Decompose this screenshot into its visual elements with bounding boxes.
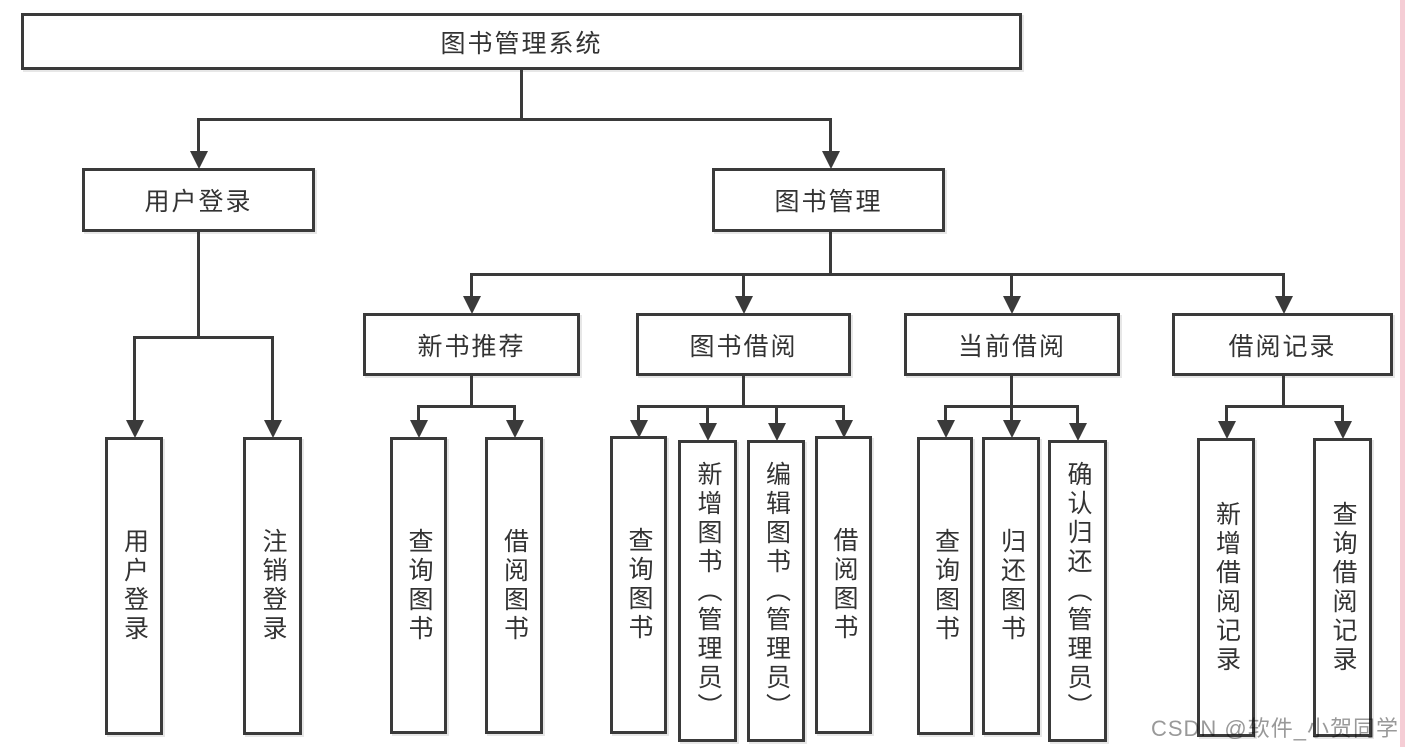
connector-vertical [1282,376,1285,408]
node-user-login: 用户登录 [82,168,315,232]
leaf-logout: 注销登录 [243,437,302,735]
node-book-borrow: 图书借阅 [636,313,851,376]
connector-horizontal [133,336,274,339]
leaf-edit-book-admin: 编辑图书（管理员） [747,440,805,742]
leaf-label: 注销登录 [259,528,287,644]
connector-vertical [197,232,200,339]
leaf-label: 查询图书 [931,528,960,644]
node-root: 图书管理系统 [21,13,1022,70]
leaf-borrow-book: 借阅图书 [815,436,872,734]
connector-arrow [1282,273,1285,296]
leaf-label: 查询借阅记录 [1329,500,1357,675]
connector-arrow [1341,405,1344,421]
leaf-label: 新增图书（管理员） [694,460,722,722]
connector-arrow [706,405,709,423]
connector-arrow [197,118,200,151]
connector-arrow [470,273,473,296]
connector-arrow [842,405,845,420]
connector-arrow [1010,405,1013,420]
node-book-management: 图书管理 [712,168,945,232]
connector-vertical [829,232,832,276]
leaf-label: 借阅图书 [830,527,858,643]
connector-arrow [637,405,640,420]
connector-horizontal [637,405,845,408]
node-label: 用户登录 [144,188,253,216]
connector-arrow [775,405,778,423]
connector-arrow [1010,273,1013,296]
connector-arrow [417,405,420,420]
node-root-label: 图书管理系统 [440,29,603,58]
node-label: 图书管理 [774,188,883,216]
node-borrow-records: 借阅记录 [1172,313,1393,376]
connector-horizontal [417,405,516,408]
connector-vertical [470,376,473,408]
connector-vertical [520,70,523,121]
node-label: 新书推荐 [417,332,526,361]
connector-arrow [133,336,136,420]
connector-arrow [513,405,516,420]
leaf-add-borrow-record: 新增借阅记录 [1197,438,1255,737]
leaf-label: 编辑图书（管理员） [762,460,791,722]
leaf-query-book: 查询图书 [610,436,667,734]
leaf-return-book: 归还图书 [982,437,1040,735]
leaf-label: 查询图书 [405,527,433,644]
csdn-watermark: CSDN @软件_小贺同学 [1150,716,1399,741]
connector-vertical [742,376,745,408]
leaf-query-book: 查询图书 [917,437,973,735]
connector-vertical [1010,376,1013,408]
leaf-label: 确认归还（管理员） [1064,460,1092,722]
node-label: 当前借阅 [957,332,1066,361]
leaf-borrow-book: 借阅图书 [485,437,543,734]
leaf-label: 借阅图书 [500,527,529,644]
connector-horizontal [470,273,1285,276]
leaf-label: 查询图书 [625,527,653,643]
connector-arrow [1225,405,1228,421]
leaf-confirm-return-admin: 确认归还（管理员） [1048,440,1107,742]
connector-horizontal [197,118,832,121]
leaf-user-login: 用户登录 [105,437,163,735]
leaf-label: 归还图书 [997,528,1026,644]
connector-horizontal [1225,405,1344,408]
node-label: 图书借阅 [689,332,798,361]
leaf-add-book-admin: 新增图书（管理员） [678,440,737,742]
node-current-borrow: 当前借阅 [904,313,1120,376]
connector-arrow [742,273,745,296]
connector-arrow [944,405,947,420]
connector-arrow [271,336,274,420]
node-label: 借阅记录 [1228,332,1337,361]
page-edge-strip [1400,0,1405,747]
connector-arrow [829,118,832,151]
leaf-label: 用户登录 [120,528,149,644]
leaf-label: 新增借阅记录 [1212,500,1241,675]
connector-arrow [1076,405,1079,423]
leaf-query-book: 查询图书 [390,437,447,734]
leaf-query-borrow-record: 查询借阅记录 [1313,438,1372,737]
node-new-book-recommend: 新书推荐 [363,313,580,376]
